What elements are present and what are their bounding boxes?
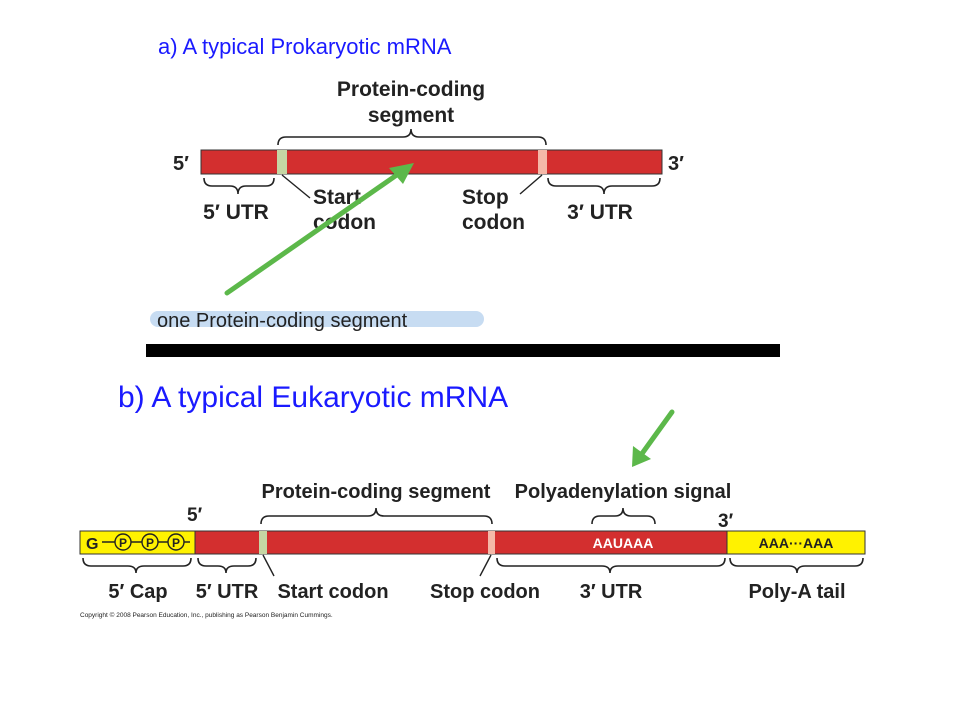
phosphate-2 [141, 533, 159, 551]
eukaryotic-utr5-label: 5′ UTR [196, 581, 259, 603]
phosphate-3-label: P [172, 536, 180, 550]
phosphate-2-label: P [146, 536, 154, 550]
eukaryotic-title: b) A typical Eukaryotic mRNA [118, 381, 508, 414]
phosphate-1 [114, 533, 132, 551]
eukaryotic-utr3-label: 3′ UTR [580, 581, 643, 603]
eukaryotic-five-prime: 5′ [187, 505, 203, 526]
eukaryotic-utr5-brace [197, 557, 257, 574]
prokaryotic-green-arrow [224, 169, 404, 296]
prokaryotic-stop-leader [519, 174, 543, 195]
prokaryotic-utr5-label: 5′ UTR [203, 201, 269, 224]
prokaryotic-stop-label-2: codon [462, 211, 525, 234]
cap-label: 5′ Cap [108, 581, 167, 603]
prokaryotic-utr3-label: 3′ UTR [567, 201, 633, 224]
prokaryotic-start-leader [281, 174, 311, 199]
eukaryotic-start-codon-marker [259, 531, 267, 554]
prokaryotic-coding-label-2: segment [368, 104, 454, 127]
prokaryotic-start-codon-marker [277, 150, 287, 174]
prokaryotic-mrna-bar [200, 149, 663, 175]
prokaryotic-title: a) A typical Prokaryotic mRNA [158, 34, 452, 59]
eukaryotic-polya-signal-label: Polyadenylation signal [515, 481, 732, 503]
polya-tail-label: Poly-A tail [748, 581, 845, 603]
prokaryotic-utr5-brace [203, 177, 275, 195]
prokaryotic-coding-label-1: Protein-coding [337, 78, 485, 101]
section-divider [146, 344, 780, 357]
eukaryotic-green-arrowhead [632, 446, 651, 467]
eukaryotic-three-prime: 3′ [718, 511, 734, 532]
prokaryotic-start-label-1: Start [313, 186, 361, 209]
prokaryotic-coding-brace [277, 128, 547, 146]
eukaryotic-polya-tail [726, 530, 866, 555]
annotation-highlight [150, 311, 484, 327]
eukaryotic-start-label: Start codon [277, 581, 388, 603]
prokaryotic-stop-label-1: Stop [462, 186, 509, 209]
eukaryotic-stop-leader [479, 554, 492, 577]
polya-tail-brace [729, 557, 864, 574]
cap-brace [82, 557, 192, 574]
eukaryotic-tail-seq: AAA···AAA [759, 535, 834, 551]
eukaryotic-signal-brace [591, 507, 656, 525]
prokaryotic-five-prime: 5′ [173, 153, 189, 175]
eukaryotic-stop-label: Stop codon [430, 581, 540, 603]
copyright-text: Copyright © 2008 Pearson Education, Inc.… [80, 611, 333, 619]
eukaryotic-signal-seq: AAUAAA [593, 535, 654, 551]
phosphate-3 [167, 533, 185, 551]
eukaryotic-green-arrow [638, 409, 675, 458]
eukaryotic-utr3-brace [496, 557, 726, 574]
prokaryotic-green-arrowhead [389, 163, 414, 184]
eukaryotic-start-leader [262, 554, 275, 577]
prokaryotic-start-label-2: codon [313, 211, 376, 234]
eukaryotic-stop-codon-marker [488, 531, 495, 554]
phosphate-1-label: P [119, 536, 127, 550]
annotation-text: one Protein-coding segment [157, 310, 408, 332]
prokaryotic-utr3-brace [547, 177, 661, 195]
prokaryotic-three-prime: 3′ [668, 153, 684, 175]
prokaryotic-stop-codon-marker [538, 150, 547, 174]
eukaryotic-coding-brace [260, 507, 493, 525]
eukaryotic-coding-label: Protein-coding segment [262, 481, 491, 503]
cap-g: G [86, 536, 98, 553]
